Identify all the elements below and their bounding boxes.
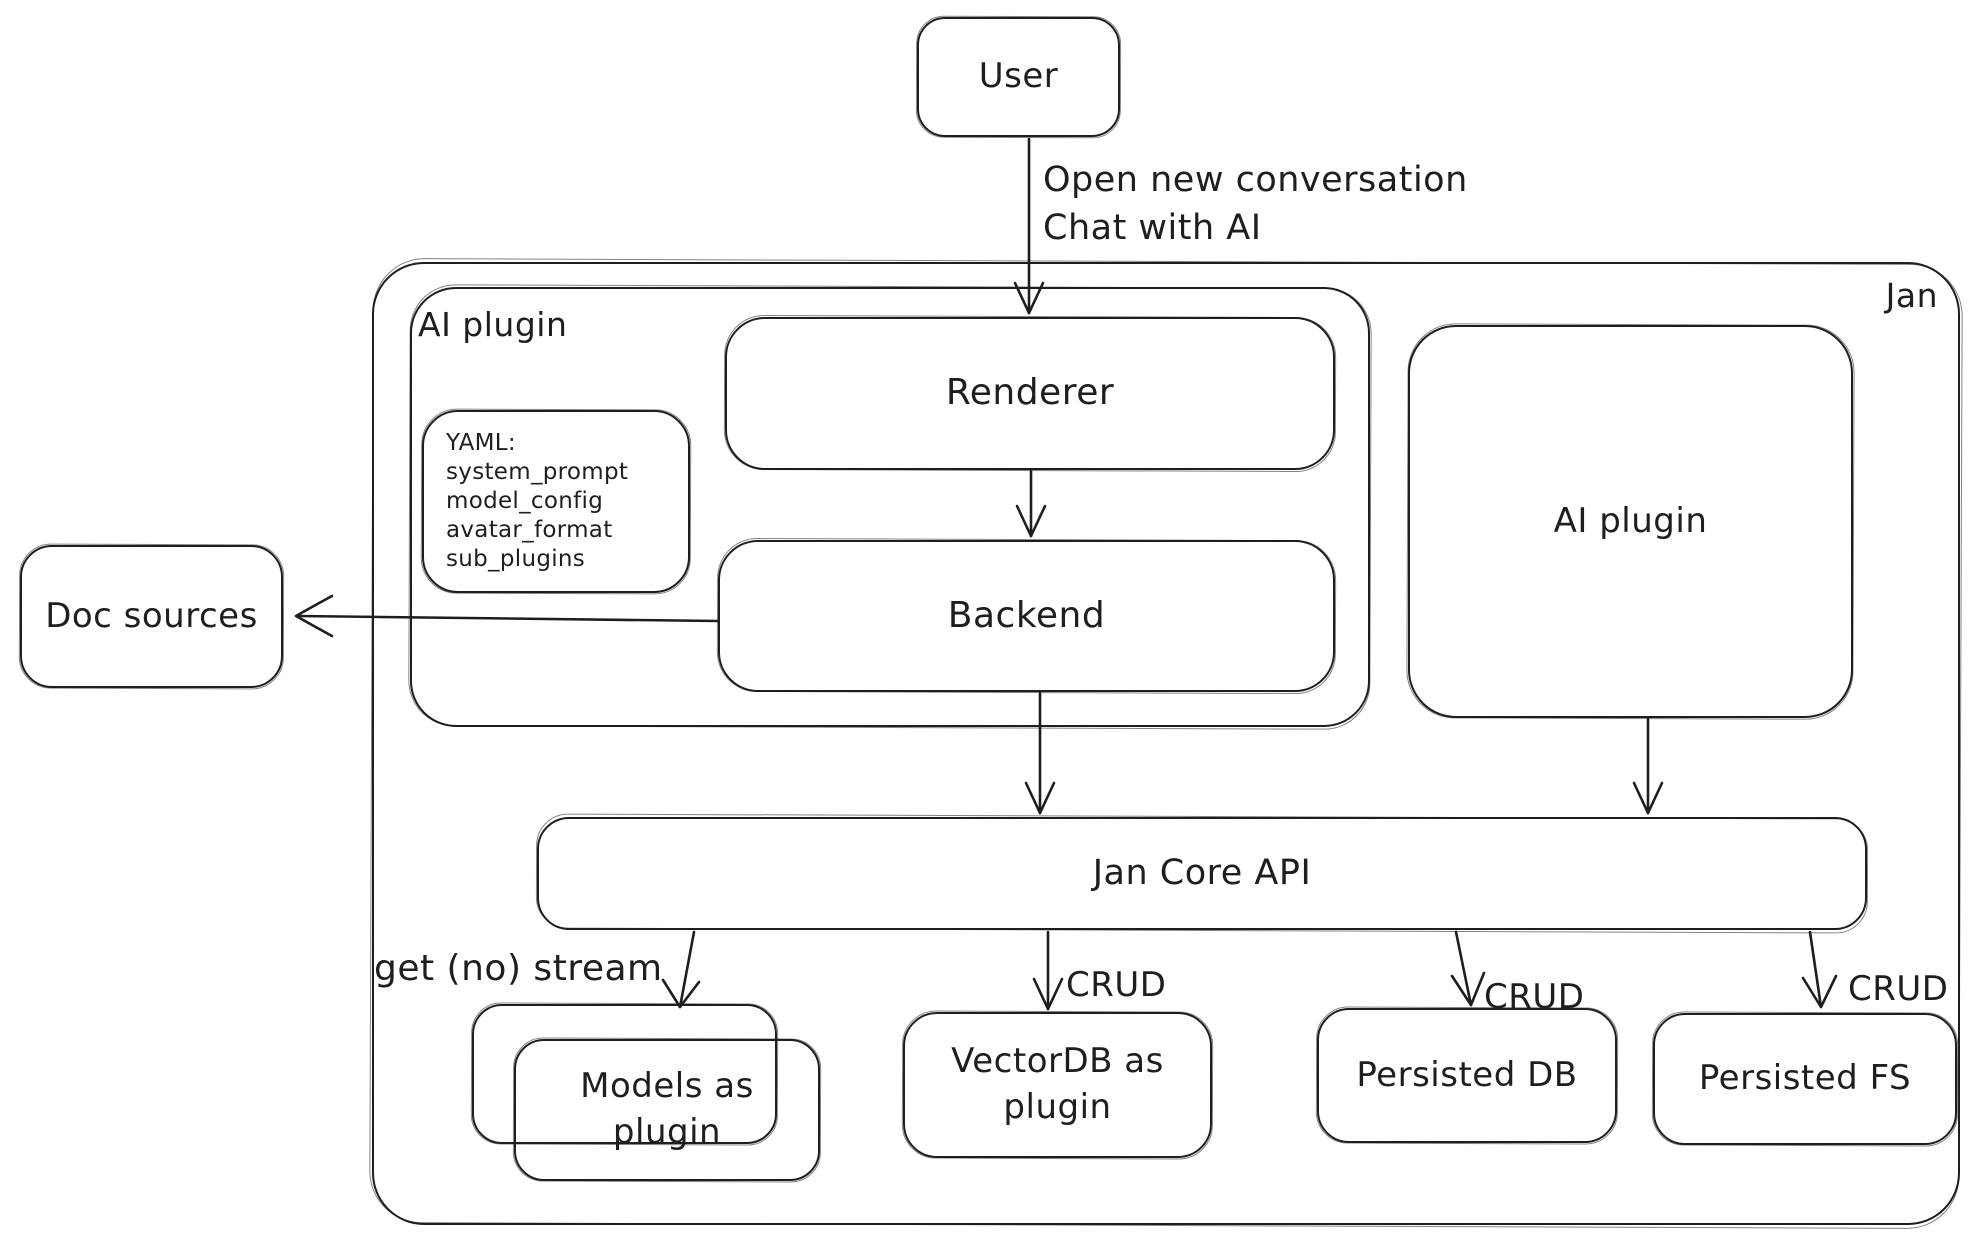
persisted-db-label: Persisted DB <box>1356 1054 1578 1095</box>
user-node: User <box>917 17 1120 137</box>
edge-label-chat-with-ai: Chat with AI <box>1043 208 1262 249</box>
backend-node: Backend <box>718 540 1335 692</box>
vectordb-as-plugin-label: VectorDB as plugin <box>951 1041 1164 1127</box>
models-as-plugin-label: Models as plugin <box>580 1066 754 1152</box>
yaml-note: YAML: system_prompt model_config avatar_… <box>422 410 690 593</box>
yaml-note-line: system_prompt <box>446 459 629 485</box>
yaml-note-line: sub_plugins <box>446 546 586 572</box>
doc-sources-label: Doc sources <box>45 595 258 636</box>
backend-label: Backend <box>947 594 1106 636</box>
edge-label-user-action: Open new conversation Chat with AI <box>1043 156 1468 253</box>
jan-container-label: Jan <box>1885 276 1938 315</box>
persisted-fs-node: Persisted FS <box>1653 1013 1957 1145</box>
yaml-note-line: model_config <box>446 488 604 514</box>
jan-container-box: Jan <box>372 262 1960 1225</box>
doc-sources-node: Doc sources <box>20 545 283 688</box>
ai-plugin-group-label: AI plugin <box>418 305 568 344</box>
renderer-label: Renderer <box>945 372 1115 414</box>
vectordb-as-plugin-node: VectorDB as plugin <box>903 1012 1212 1158</box>
persisted-fs-label: Persisted FS <box>1698 1058 1912 1099</box>
models-as-plugin-node: Models as plugin <box>514 1039 820 1181</box>
renderer-node: Renderer <box>725 317 1335 470</box>
yaml-note-line: avatar_format <box>446 517 613 543</box>
ai-plugin-group-box: AI plugin <box>410 287 1370 727</box>
ai-plugin-right-node: AI plugin <box>1408 325 1853 718</box>
user-label: User <box>978 56 1059 97</box>
jan-core-api-node: Jan Core API <box>537 817 1867 930</box>
ai-plugin-right-label: AI plugin <box>1553 500 1708 541</box>
persisted-db-node: Persisted DB <box>1317 1008 1617 1143</box>
edge-label-open-conversation: Open new conversation <box>1043 160 1468 200</box>
yaml-note-title: YAML: <box>446 430 516 456</box>
jan-core-api-label: Jan Core API <box>1092 852 1312 893</box>
